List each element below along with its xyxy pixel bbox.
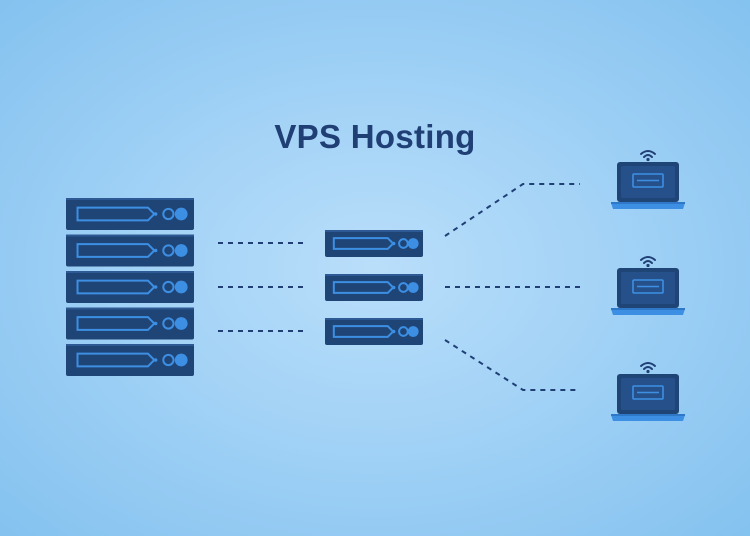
server-unit-highlight — [325, 318, 423, 320]
wifi-icon — [640, 150, 656, 162]
server-unit-highlight — [66, 234, 194, 237]
server-unit-body — [66, 271, 194, 303]
laptop-base — [611, 309, 685, 315]
laptop-display — [621, 378, 675, 410]
led-indicator — [153, 321, 158, 326]
power-led-icon — [174, 353, 188, 367]
drive-bay-slot — [332, 281, 395, 294]
drive-bay-slot — [76, 279, 156, 295]
virtual-server-icon — [325, 230, 423, 257]
wifi-arc — [643, 260, 653, 264]
power-button-icon — [162, 244, 175, 257]
laptop-base — [611, 203, 685, 209]
server-unit-body — [66, 234, 194, 267]
wifi-dot — [646, 157, 650, 162]
laptop-window — [632, 385, 664, 400]
led-indicator — [153, 358, 158, 362]
power-led-icon — [407, 282, 419, 293]
server-rack-unit — [66, 234, 194, 267]
laptop-window — [632, 279, 664, 294]
page-title: VPS Hosting — [274, 118, 476, 155]
server-rack-unit — [66, 307, 194, 340]
drive-bay-slot — [332, 325, 395, 338]
laptop-icon — [611, 362, 685, 421]
server-unit-body — [66, 344, 194, 376]
laptop-hinge — [611, 414, 685, 416]
power-button-icon — [162, 353, 175, 367]
drive-bay-slot — [332, 237, 395, 250]
server-unit-highlight — [325, 230, 423, 232]
led-indicator — [391, 285, 396, 290]
wifi-dot — [646, 263, 650, 268]
virtual-server-icon — [325, 274, 423, 301]
power-led-icon — [174, 317, 188, 330]
wifi-arc — [640, 362, 656, 367]
power-led-icon — [174, 244, 188, 257]
wifi-dot — [646, 369, 650, 374]
client-laptops — [611, 150, 685, 421]
power-led-icon — [407, 326, 419, 337]
power-button-icon — [398, 326, 409, 337]
drive-bay-slot — [76, 352, 156, 368]
laptop-display — [621, 166, 675, 198]
drive-bay-slot — [76, 243, 156, 258]
power-led-icon — [174, 207, 188, 221]
server-unit-body — [325, 318, 423, 345]
power-led-icon — [174, 280, 188, 294]
server-rack-unit — [66, 344, 194, 376]
server-unit-highlight — [66, 271, 194, 273]
wifi-icon — [640, 256, 656, 268]
vps-to-client-connectors — [444, 183, 580, 391]
led-indicator — [391, 329, 396, 334]
power-button-icon — [398, 282, 409, 293]
power-button-icon — [162, 317, 175, 330]
virtual-server-group — [325, 230, 423, 345]
wifi-arc — [643, 154, 653, 158]
power-button-icon — [398, 238, 409, 249]
dashed-connector — [444, 339, 580, 391]
server-to-vps-connectors — [218, 242, 304, 332]
server-unit-highlight — [66, 198, 194, 200]
wifi-arc — [640, 256, 656, 261]
server-unit-body — [325, 274, 423, 301]
laptop-hinge — [611, 202, 685, 204]
server-rack-unit — [66, 198, 194, 230]
led-indicator — [153, 248, 158, 253]
laptop-icon — [611, 150, 685, 209]
led-indicator — [153, 285, 158, 289]
wifi-icon — [640, 362, 656, 374]
laptop-display — [621, 272, 675, 304]
led-indicator — [391, 241, 396, 246]
wifi-arc — [640, 150, 656, 155]
server-unit-highlight — [66, 344, 194, 346]
server-unit-body — [325, 230, 423, 257]
power-button-icon — [162, 207, 175, 221]
laptop-window — [632, 173, 664, 188]
server-unit-body — [66, 307, 194, 340]
laptop-hinge — [611, 308, 685, 310]
power-button-icon — [162, 280, 175, 294]
wifi-arc — [643, 366, 653, 370]
laptop-base — [611, 415, 685, 421]
dashed-connector — [444, 183, 580, 237]
led-indicator — [153, 212, 158, 216]
laptop-icon — [611, 256, 685, 315]
server-unit-highlight — [66, 307, 194, 310]
virtual-server-icon — [325, 318, 423, 345]
physical-server-stack — [66, 198, 194, 376]
server-unit-body — [66, 198, 194, 230]
drive-bay-slot — [76, 206, 156, 222]
drive-bay-slot — [76, 316, 156, 331]
power-led-icon — [407, 238, 419, 249]
server-rack-unit — [66, 271, 194, 303]
server-unit-highlight — [325, 274, 423, 276]
